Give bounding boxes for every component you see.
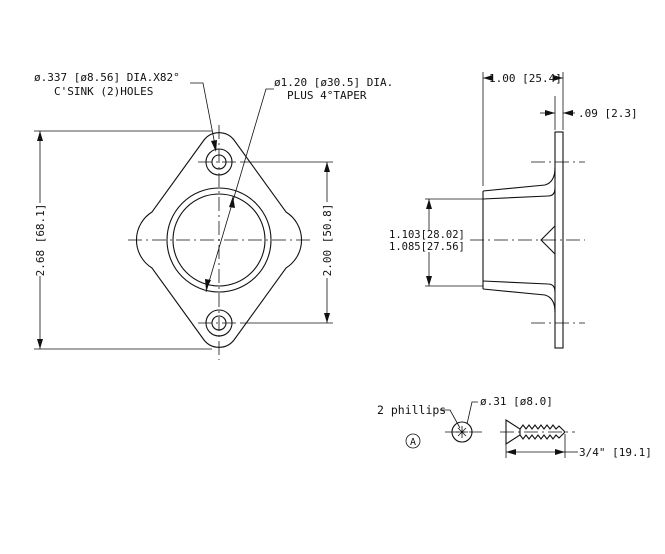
spacing-arrow-bottom xyxy=(324,313,330,323)
screw-len-arrow-left xyxy=(506,449,516,455)
taper-leader-arrow-upper xyxy=(229,196,235,208)
boss-outer-circle xyxy=(166,187,272,293)
taper-callout-line1: ø1.20 [ø30.5] DIA. xyxy=(274,76,393,89)
bore-max-label: 1.103[28.02] xyxy=(389,229,465,241)
bore-outer-bottom xyxy=(482,288,556,313)
view-marker-label: A xyxy=(410,437,416,448)
bore-min-label: 1.085[27.56] xyxy=(389,241,465,253)
side-view: 1.00 [25.4] .09 [2.3] 1.103[28.02] 1.085… xyxy=(389,72,638,349)
screw-shank-thread xyxy=(519,424,566,440)
screw-length-label: 3/4" [19.1] xyxy=(579,446,652,459)
bore-outer-top xyxy=(482,167,556,192)
hole-spacing-label: 2.00 [50.8] xyxy=(321,204,334,277)
csink-callout-line1: ø.337 [ø8.56] DIA.X82° xyxy=(34,71,180,84)
csink-callout-line2: C'SINK (2)HOLES xyxy=(54,85,153,98)
screw-drive-leader xyxy=(440,409,461,429)
bore-arrow-top xyxy=(426,199,432,209)
screw-head-dia-label: ø.31 [ø8.0] xyxy=(480,395,553,408)
taper-leader xyxy=(205,88,274,293)
thickness-arrow-right xyxy=(563,110,573,116)
bore-inner-top xyxy=(482,187,556,200)
screw-len-arrow-right xyxy=(555,449,565,455)
bore-arrow-bottom xyxy=(426,276,432,286)
depth-label: 1.00 [25.4] xyxy=(489,72,562,85)
thickness-arrow-left xyxy=(545,110,555,116)
csink-cone xyxy=(540,225,556,255)
csink-leader-arrow xyxy=(211,140,217,152)
csink-leader xyxy=(190,82,217,151)
bore-inner-bottom xyxy=(482,280,556,293)
screw-detail: 2 phillips ø.31 [ø8.0] A 3/4" [19.1] xyxy=(377,395,652,459)
depth-arrow-left xyxy=(483,75,493,81)
height-arrow-top xyxy=(37,131,43,141)
boss-inner-circle xyxy=(172,193,266,287)
front-view: 2.68 [68.1] 2.00 [50.8] ø.337 [ø8.56] DI… xyxy=(34,71,393,360)
spacing-arrow-top xyxy=(324,162,330,172)
phillips-cross xyxy=(456,426,468,438)
depth-arrow-right xyxy=(553,75,563,81)
view-marker-circle xyxy=(405,433,421,449)
taper-leader-arrow-lower xyxy=(205,279,211,290)
screw-drive-label: 2 phillips xyxy=(377,403,446,417)
screw-head-dia-leader xyxy=(466,401,478,425)
overall-height-label: 2.68 [68.1] xyxy=(34,204,47,277)
thickness-label: .09 [2.3] xyxy=(578,107,638,120)
height-arrow-bottom xyxy=(37,339,43,349)
taper-callout-line2: PLUS 4°TAPER xyxy=(287,89,367,102)
flange-outline xyxy=(135,132,303,348)
